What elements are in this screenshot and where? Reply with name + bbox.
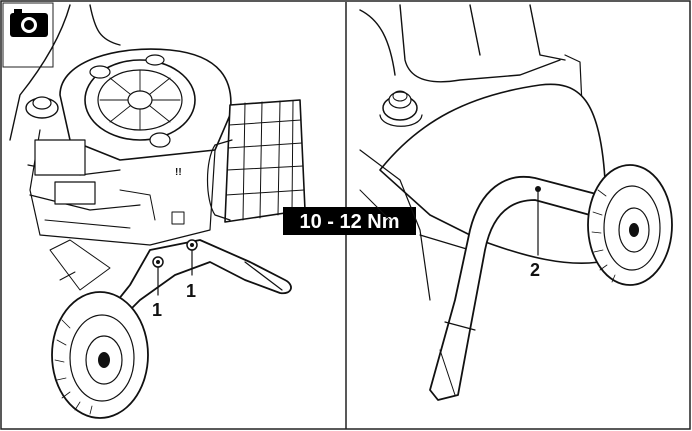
left-panel: !! [9,4,306,419]
control-knob [379,90,423,127]
callout-left-a: 1 [152,300,162,320]
tube-leg [429,176,601,401]
machine-body-detail [359,4,611,301]
fuel-cap [25,54,171,148]
right-panel: 2 [359,4,673,401]
right-wheel [587,164,673,286]
callout-left-b: 1 [186,281,196,301]
svg-text:!!: !! [175,167,182,178]
torque-value: 10 - 12 Nm [299,211,399,233]
camera-icon [2,2,54,68]
fan-cover [84,59,196,141]
torque-label: 10 - 12 Nm [283,207,416,235]
bolt-markers [152,239,198,296]
left-wheel [51,291,149,419]
callout-right: 2 [530,260,540,280]
